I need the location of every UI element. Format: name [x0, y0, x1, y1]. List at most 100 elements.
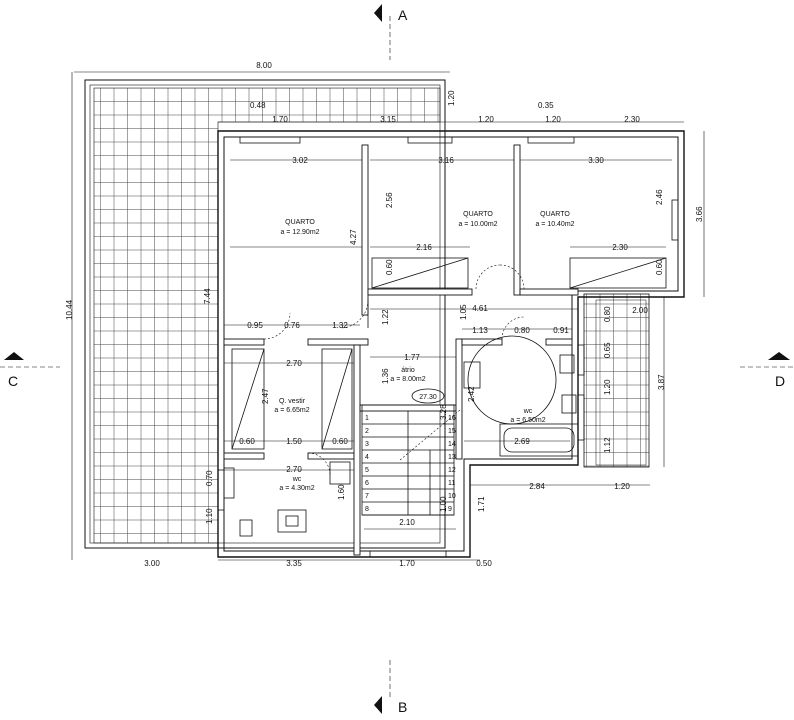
wc2-fixtures — [463, 335, 579, 457]
dim-1-00: 1.00 — [439, 496, 448, 512]
stair-step-number: 1 — [365, 415, 369, 422]
stair-step-number: 4 — [365, 454, 369, 461]
dim-2-84: 2.84 — [529, 482, 545, 491]
dim-7-44: 7.44 — [203, 288, 212, 304]
dim-2-16: 2.16 — [416, 243, 432, 252]
dim-0-35: 0.35 — [538, 101, 554, 110]
dim-2-69: 2.69 — [514, 437, 530, 446]
room-quarto3-name: QUARTO — [540, 211, 570, 218]
dim-2-30-a: 2.30 — [624, 115, 640, 124]
room-labels: QUARTO a = 12.90m2 QUARTO a = 10.00m2 QU… — [274, 211, 574, 492]
stair-step-number: 9 — [448, 506, 452, 513]
dim-2-70-b: 2.70 — [286, 465, 302, 474]
dim-1-77: 1.77 — [404, 353, 420, 362]
stair-step-number: 5 — [365, 467, 369, 474]
dim-0-80-a: 0.80 — [514, 326, 530, 335]
dim-1-10: 1.10 — [205, 508, 214, 524]
dim-3-02: 3.02 — [292, 156, 308, 165]
dim-3-66: 3.66 — [695, 206, 704, 222]
dim-1-12: 1.12 — [603, 437, 612, 453]
dim-4-61: 4.61 — [472, 304, 488, 313]
room-wc1-name: wc — [292, 476, 302, 483]
windows — [217, 136, 679, 558]
outer-walls — [217, 130, 685, 558]
dim-3-00: 3.00 — [144, 559, 160, 568]
room-quarto1-area: a = 12.90m2 — [280, 229, 319, 236]
terrace — [84, 79, 446, 549]
dimension-labels: 8.00 1.20 0.48 1.70 3.15 0.35 1.20 1.20 … — [65, 61, 704, 568]
section-b-label: B — [398, 699, 407, 715]
dim-2-42: 2.42 — [467, 386, 476, 402]
dim-0-76: 0.76 — [284, 321, 300, 330]
dim-1-20-b: 1.20 — [478, 115, 494, 124]
dim-4-27: 4.27 — [349, 229, 358, 245]
dim-10-44: 10.44 — [65, 299, 74, 320]
dim-0-60-c: 0.60 — [239, 437, 255, 446]
dim-1-22: 1.22 — [381, 309, 390, 325]
dim-3-28: 3.28 — [439, 404, 448, 420]
stair-step-number: 10 — [448, 493, 456, 500]
stair-step-number: 6 — [365, 480, 369, 487]
dim-1-36: 1.36 — [381, 368, 390, 384]
room-wc2-name: wc — [523, 408, 533, 415]
dim-3-87: 3.87 — [657, 374, 666, 390]
dim-1-13: 1.13 — [472, 326, 488, 335]
dim-0-60-b: 0.60 — [655, 259, 664, 275]
dim-8-00: 8.00 — [256, 61, 272, 70]
dim-1-20-d: 1.20 — [603, 379, 612, 395]
interior-walls — [223, 144, 667, 556]
room-wc1-area: a = 4.30m2 — [279, 485, 314, 492]
room-vestir-name: Q. vestir — [279, 398, 306, 405]
dim-0-48: 0.48 — [250, 101, 266, 110]
dim-2-47: 2.47 — [261, 388, 270, 404]
dim-0-65: 0.65 — [603, 342, 612, 358]
stair-step-number: 13 — [448, 454, 456, 461]
dim-0-60-a: 0.60 — [385, 259, 394, 275]
dim-0-80-b: 0.80 — [603, 306, 612, 322]
stair-step-number: 3 — [365, 441, 369, 448]
dim-3-16: 3.16 — [438, 156, 454, 165]
dim-1-20-c: 1.20 — [545, 115, 561, 124]
stair-step-number: 15 — [448, 428, 456, 435]
stair-step-number: 12 — [448, 467, 456, 474]
dim-3-35: 3.35 — [286, 559, 302, 568]
level-mark-label: 27.30 — [419, 394, 437, 401]
room-quarto3-area: a = 10.40m2 — [535, 221, 574, 228]
dim-0-95: 0.95 — [247, 321, 263, 330]
dim-1-70-a: 1.70 — [272, 115, 288, 124]
dim-0-50: 0.50 — [476, 559, 492, 568]
room-atrio-name: átrio — [401, 367, 415, 374]
dim-2-30-b: 2.30 — [612, 243, 628, 252]
dim-1-20-a: 1.20 — [447, 90, 456, 106]
level-mark: 27.30 — [411, 388, 445, 404]
dim-2-10: 2.10 — [399, 518, 415, 527]
room-quarto1-name: QUARTO — [285, 219, 315, 226]
room-quarto2-name: QUARTO — [463, 211, 493, 218]
dimension-lines — [0, 16, 794, 700]
section-markers: A B C D — [4, 4, 790, 715]
dim-2-56: 2.56 — [385, 192, 394, 208]
stair-step-number: 2 — [365, 428, 369, 435]
dim-1-05: 1.05 — [459, 304, 468, 320]
section-a-label: A — [398, 7, 408, 23]
stair-step-number: 8 — [365, 506, 369, 513]
dim-2-70-a: 2.70 — [286, 359, 302, 368]
dim-0-60-d: 0.60 — [332, 437, 348, 446]
dim-2-00: 2.00 — [632, 306, 648, 315]
dim-0-91: 0.91 — [553, 326, 569, 335]
dim-2-46: 2.46 — [655, 189, 664, 205]
room-vestir-area: a = 6.65m2 — [274, 407, 309, 414]
dim-1-60: 1.60 — [337, 484, 346, 500]
wc1-fixtures — [223, 461, 351, 537]
dim-1-70-b: 1.70 — [399, 559, 415, 568]
balcony — [583, 293, 650, 468]
dim-1-50: 1.50 — [286, 437, 302, 446]
stair-step-number: 11 — [448, 480, 455, 487]
dim-3-15: 3.15 — [380, 115, 396, 124]
dim-1-20-e: 1.20 — [614, 482, 630, 491]
room-atrio-area: a = 8.00m2 — [390, 376, 425, 383]
dim-0-70: 0.70 — [205, 470, 214, 486]
stair-step-number: 7 — [365, 493, 369, 500]
